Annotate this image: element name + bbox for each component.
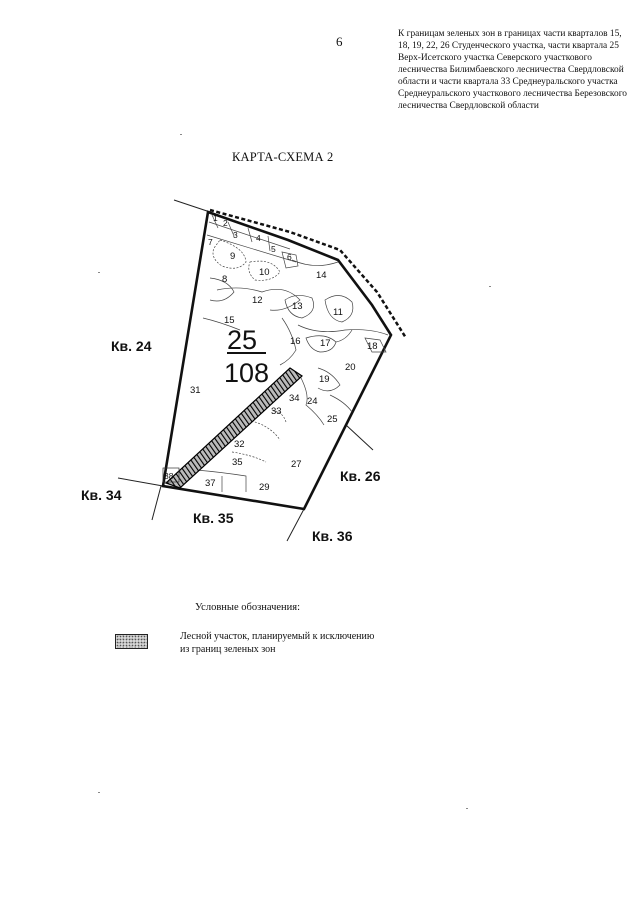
section-label: 2: [223, 218, 228, 228]
section-label: 34: [289, 393, 300, 404]
section-label: 4: [256, 233, 261, 243]
section-label: 13: [292, 301, 303, 312]
section-label: 35: [232, 457, 243, 468]
section-label: 18: [367, 341, 378, 352]
section-label: 3: [233, 230, 238, 240]
section-label: 1: [213, 213, 218, 223]
section-label: 33: [271, 406, 282, 417]
section-label: 38: [164, 471, 174, 481]
quarter-area: 108: [224, 358, 269, 388]
quarter-number: 25: [227, 325, 257, 355]
section-boundaries: [195, 214, 389, 492]
excluded-forest-strip: [164, 367, 303, 489]
page-number: 6: [336, 34, 343, 49]
section-label: 19: [319, 374, 330, 385]
section-label: 16: [290, 336, 301, 347]
scan-speck: [466, 808, 468, 809]
scan-speck: [489, 286, 491, 287]
section-label: 32: [234, 439, 245, 450]
dashed-zone-boundary: [209, 208, 408, 339]
header-note: К границам зеленых зон в границах части …: [398, 29, 627, 111]
neighbor-quarter-24: Кв. 24: [111, 338, 152, 354]
section-label: 8: [222, 274, 227, 285]
section-label: 14: [316, 270, 327, 281]
section-label: 11: [333, 307, 343, 318]
section-label: 5: [271, 244, 276, 254]
neighbor-quarter-36: Кв. 36: [312, 528, 353, 544]
legend-heading: Условные обозначения:: [195, 602, 301, 613]
neighbor-quarter-35: Кв. 35: [193, 510, 234, 526]
quarter-boundary: [161, 210, 393, 511]
section-label: 25: [327, 414, 338, 425]
section-label: 20: [345, 362, 356, 373]
section-label: 17: [320, 338, 331, 349]
section-label: 15: [224, 315, 235, 326]
legend-item-text: Лесной участок, планируемый к исключению…: [180, 631, 375, 655]
section-label: 9: [230, 251, 235, 262]
map-title: КАРТА-СХЕМА 2: [232, 150, 334, 164]
section-label: 7: [208, 237, 213, 247]
section-label: 6: [287, 252, 292, 262]
section-label: 27: [291, 459, 302, 470]
section-38-outline: [162, 467, 180, 483]
section-label: 24: [307, 396, 318, 407]
section-label: 37: [205, 478, 216, 489]
scan-speck: [98, 792, 100, 793]
neighbor-quarter-26: Кв. 26: [340, 468, 381, 484]
scan-speck: [98, 272, 100, 273]
section-labels: 1 2 3 4 5 6 7 8 9 10 11 12 13 14 15 16 1…: [164, 213, 378, 493]
scan-speck: [180, 134, 182, 135]
section-label: 31: [190, 385, 201, 396]
section-label: 10: [259, 267, 270, 278]
legend-swatch: [115, 634, 148, 649]
section-label: 12: [252, 295, 263, 306]
section-label: 29: [259, 482, 270, 493]
boundary-extension-lines: [117, 199, 374, 542]
neighbor-quarter-34: Кв. 34: [81, 487, 122, 503]
